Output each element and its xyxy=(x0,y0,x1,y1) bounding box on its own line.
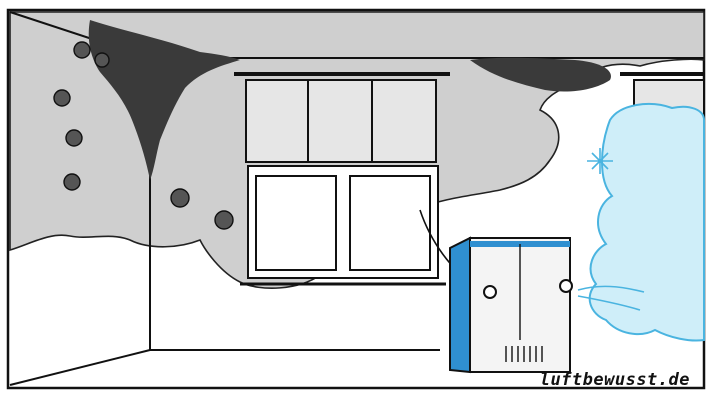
window xyxy=(234,72,450,286)
mold-patch-ceiling xyxy=(470,57,611,92)
mold-patch-corner xyxy=(88,20,240,180)
dehumidifier-device-icon xyxy=(449,236,573,374)
sparkle-icon xyxy=(587,148,613,174)
mold-spore-icon xyxy=(53,41,234,230)
fresh-air-cloud-icon xyxy=(588,103,705,342)
credit-text: luftbewusst.de xyxy=(539,370,690,390)
